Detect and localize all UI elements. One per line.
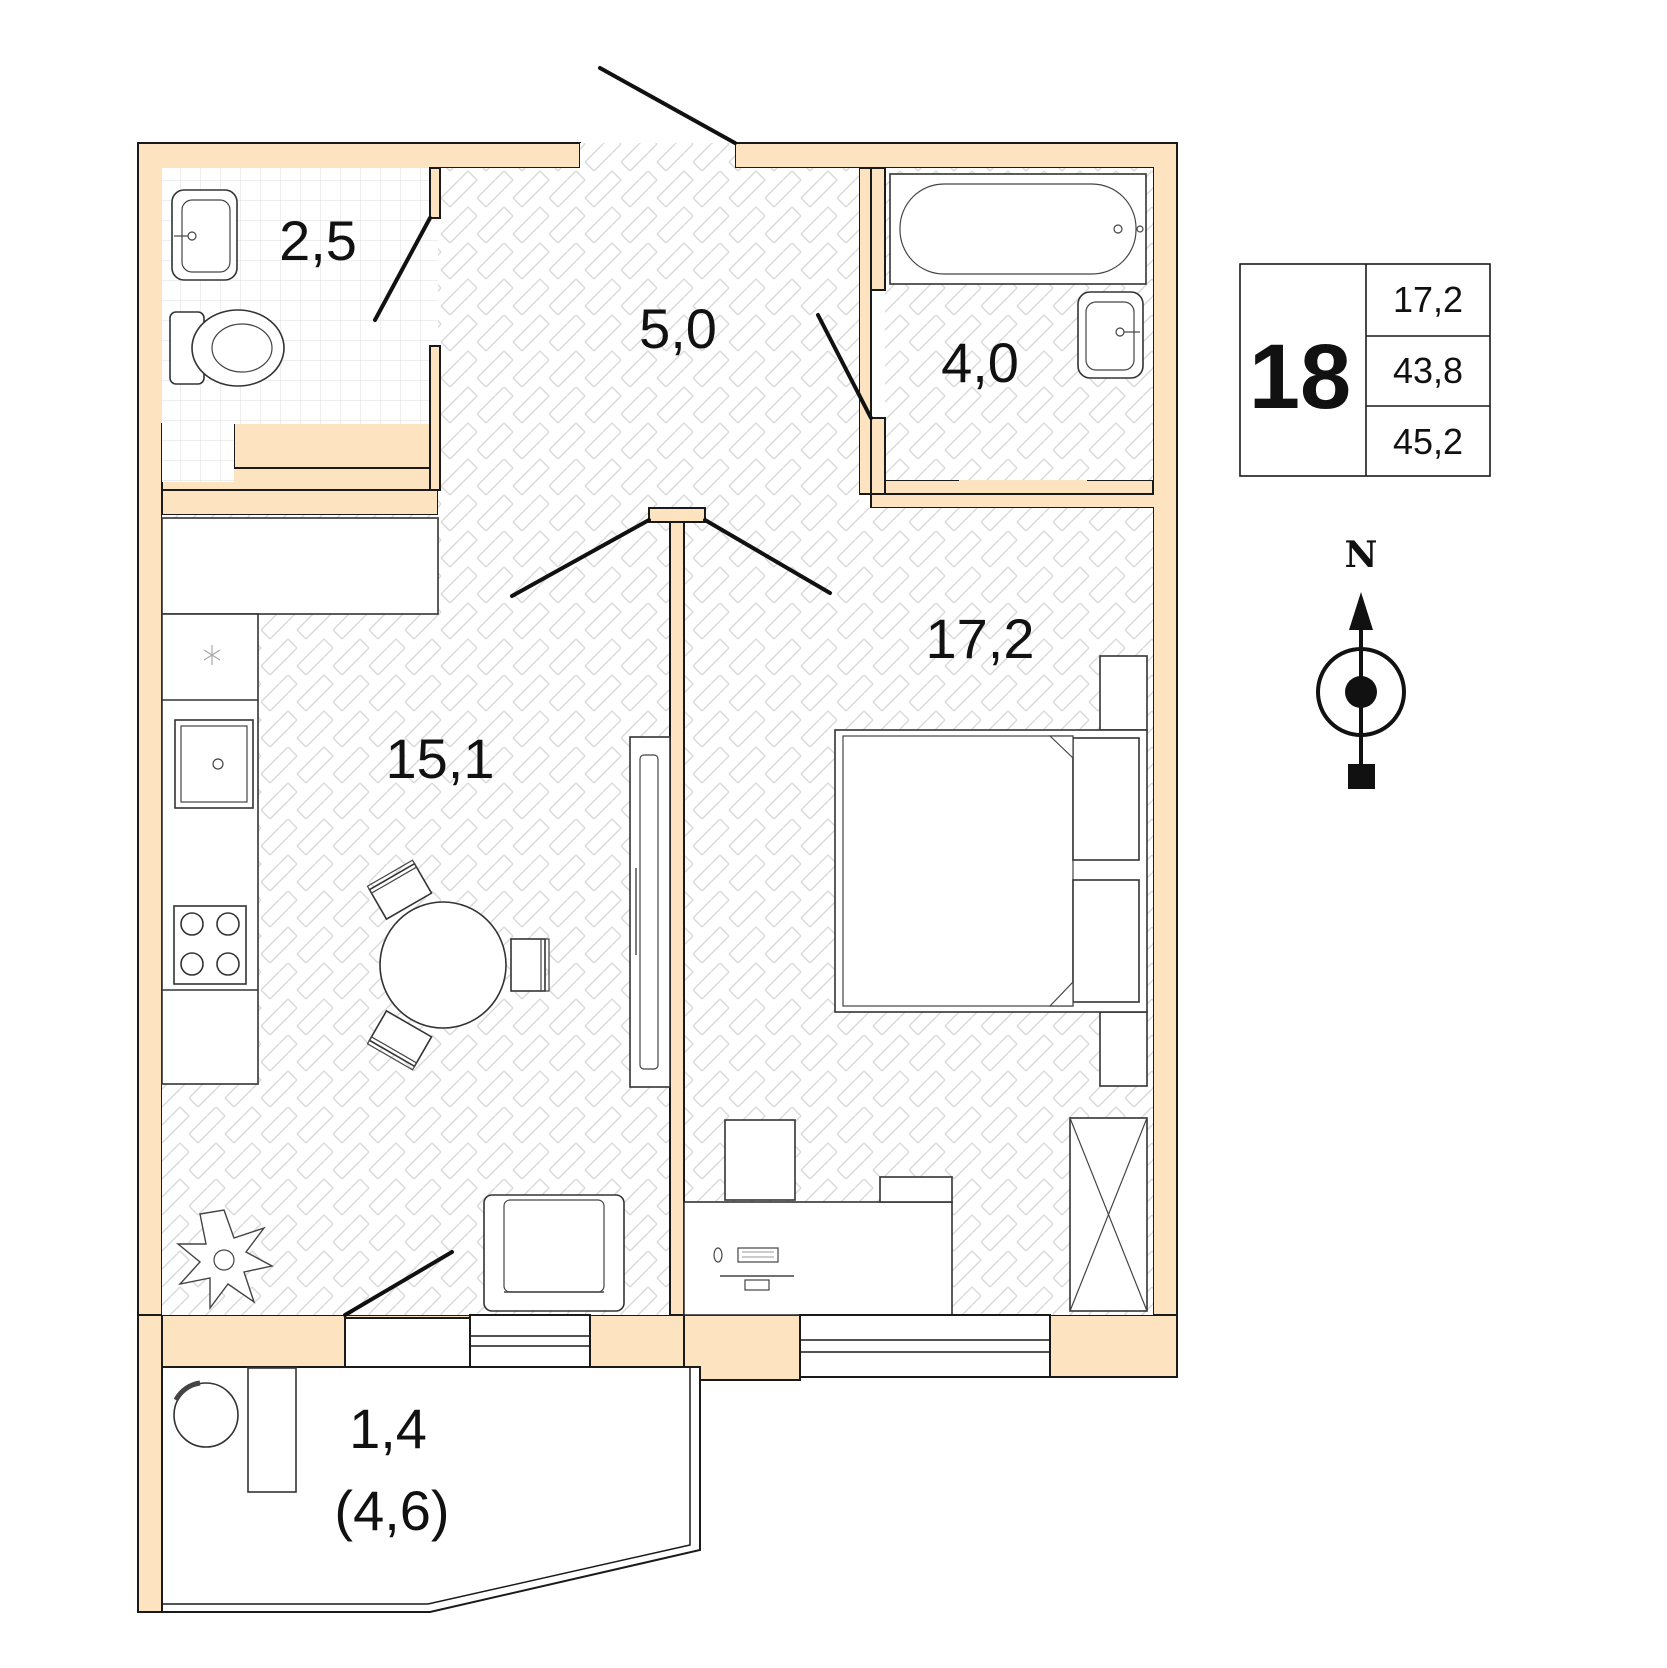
hall-floor-top bbox=[580, 143, 735, 168]
area-info-box: 18 17,2 43,8 45,2 bbox=[1239, 263, 1491, 477]
toilet bbox=[169, 309, 285, 387]
kitchen-area-label: 15,1 bbox=[386, 727, 495, 790]
wc-sink bbox=[171, 189, 238, 281]
bath-fixtures bbox=[889, 173, 1147, 379]
living-area-value: 17,2 bbox=[1393, 279, 1463, 320]
kitchen-door bbox=[510, 518, 651, 598]
balcony-door bbox=[343, 1250, 454, 1317]
balcony-chair bbox=[173, 1380, 239, 1448]
wc-door bbox=[373, 216, 432, 322]
bedroom-area-label: 17,2 bbox=[926, 607, 1035, 670]
north-arrow-icon bbox=[1349, 592, 1373, 630]
nightstand-bottom bbox=[1099, 1011, 1148, 1087]
room-labels: 2,5 5,0 4,0 15,1 17,2 1,4 (4,6) bbox=[279, 209, 1034, 1542]
wardrobe bbox=[1069, 1117, 1148, 1312]
windows bbox=[469, 1314, 1051, 1378]
bed bbox=[834, 729, 1148, 1013]
stove bbox=[173, 905, 247, 985]
dining-table bbox=[366, 859, 550, 1071]
chair bbox=[724, 1119, 796, 1201]
wc-fixtures bbox=[169, 189, 285, 387]
balcony bbox=[161, 1366, 701, 1613]
compass-ring-icon bbox=[1316, 647, 1406, 737]
total-area-with-balcony-value: 45,2 bbox=[1393, 421, 1463, 462]
fridge bbox=[161, 517, 439, 615]
bath-area-label: 4,0 bbox=[941, 331, 1019, 394]
kitchen-counter bbox=[161, 613, 259, 1085]
interior-walls bbox=[429, 167, 886, 1316]
balcony-full-area-label: (4,6) bbox=[334, 1479, 449, 1542]
bedroom-window bbox=[799, 1314, 1051, 1378]
desk bbox=[683, 1176, 953, 1316]
bath-door bbox=[816, 313, 873, 420]
doors bbox=[343, 66, 873, 1317]
kitchen-furniture bbox=[161, 517, 671, 1312]
bath-sink bbox=[1077, 291, 1144, 379]
compass: N bbox=[1316, 534, 1406, 789]
balcony-table bbox=[247, 1367, 297, 1493]
bedroom-door bbox=[703, 518, 832, 595]
bathtub bbox=[889, 173, 1147, 285]
plant-icon bbox=[176, 1209, 275, 1311]
entrance-door bbox=[598, 66, 737, 145]
apartment-number: 18 bbox=[1249, 326, 1351, 428]
kitchen-sink bbox=[174, 719, 254, 809]
tv-unit bbox=[629, 736, 671, 1088]
nightstand-top bbox=[1099, 655, 1148, 731]
balcony-area-label: 1,4 bbox=[349, 1397, 427, 1460]
kitchen-window bbox=[469, 1314, 591, 1368]
hall-area-label: 5,0 bbox=[639, 297, 717, 360]
hall-floor bbox=[438, 168, 859, 518]
bedroom-furniture bbox=[683, 655, 1148, 1316]
armchair bbox=[483, 1194, 625, 1312]
total-area-value: 43,8 bbox=[1393, 350, 1463, 391]
compass-north-label: N bbox=[1345, 534, 1378, 576]
wc-area-label: 2,5 bbox=[279, 209, 357, 272]
wc-floor-lower bbox=[162, 424, 234, 482]
